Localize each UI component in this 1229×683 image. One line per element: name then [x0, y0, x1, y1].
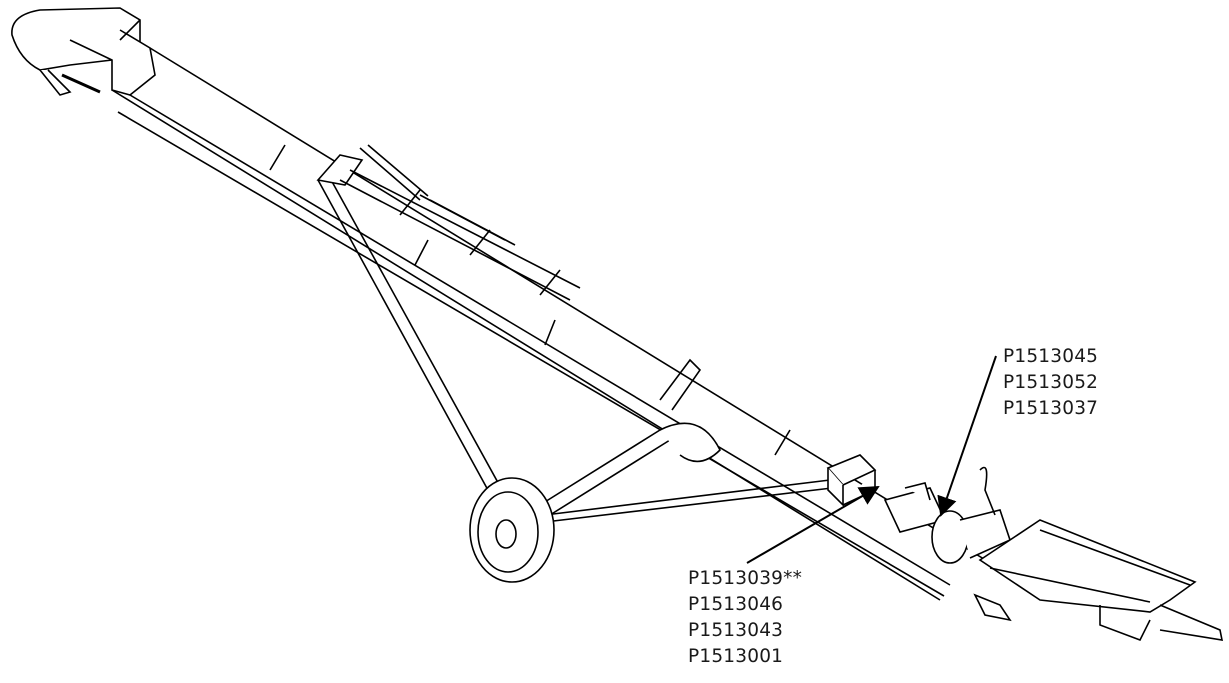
part-number: P1513046 [688, 594, 784, 615]
transport-wheel [469, 422, 721, 583]
part-number: P1513045 [1003, 346, 1099, 367]
part-number: P1513043 [688, 620, 784, 641]
support-frame [316, 144, 833, 523]
conveyor-tube [111, 47, 1011, 601]
leader-arrow-lower [746, 485, 880, 564]
part-number: P1513039** [688, 568, 803, 589]
discharge-head [11, 7, 156, 96]
callout-lower-part-numbers: P1513039** P1513046 P1513043 P1513001 [688, 566, 802, 670]
part-number: P1513001 [688, 646, 784, 667]
part-number: P1513052 [1003, 372, 1099, 393]
drive-assembly [826, 454, 1011, 564]
intake-hopper [973, 519, 1224, 642]
leader-arrow-upper [937, 355, 997, 517]
callout-upper-part-numbers: P1513045 P1513052 P1513037 [1003, 344, 1098, 422]
part-number: P1513037 [1003, 398, 1099, 419]
